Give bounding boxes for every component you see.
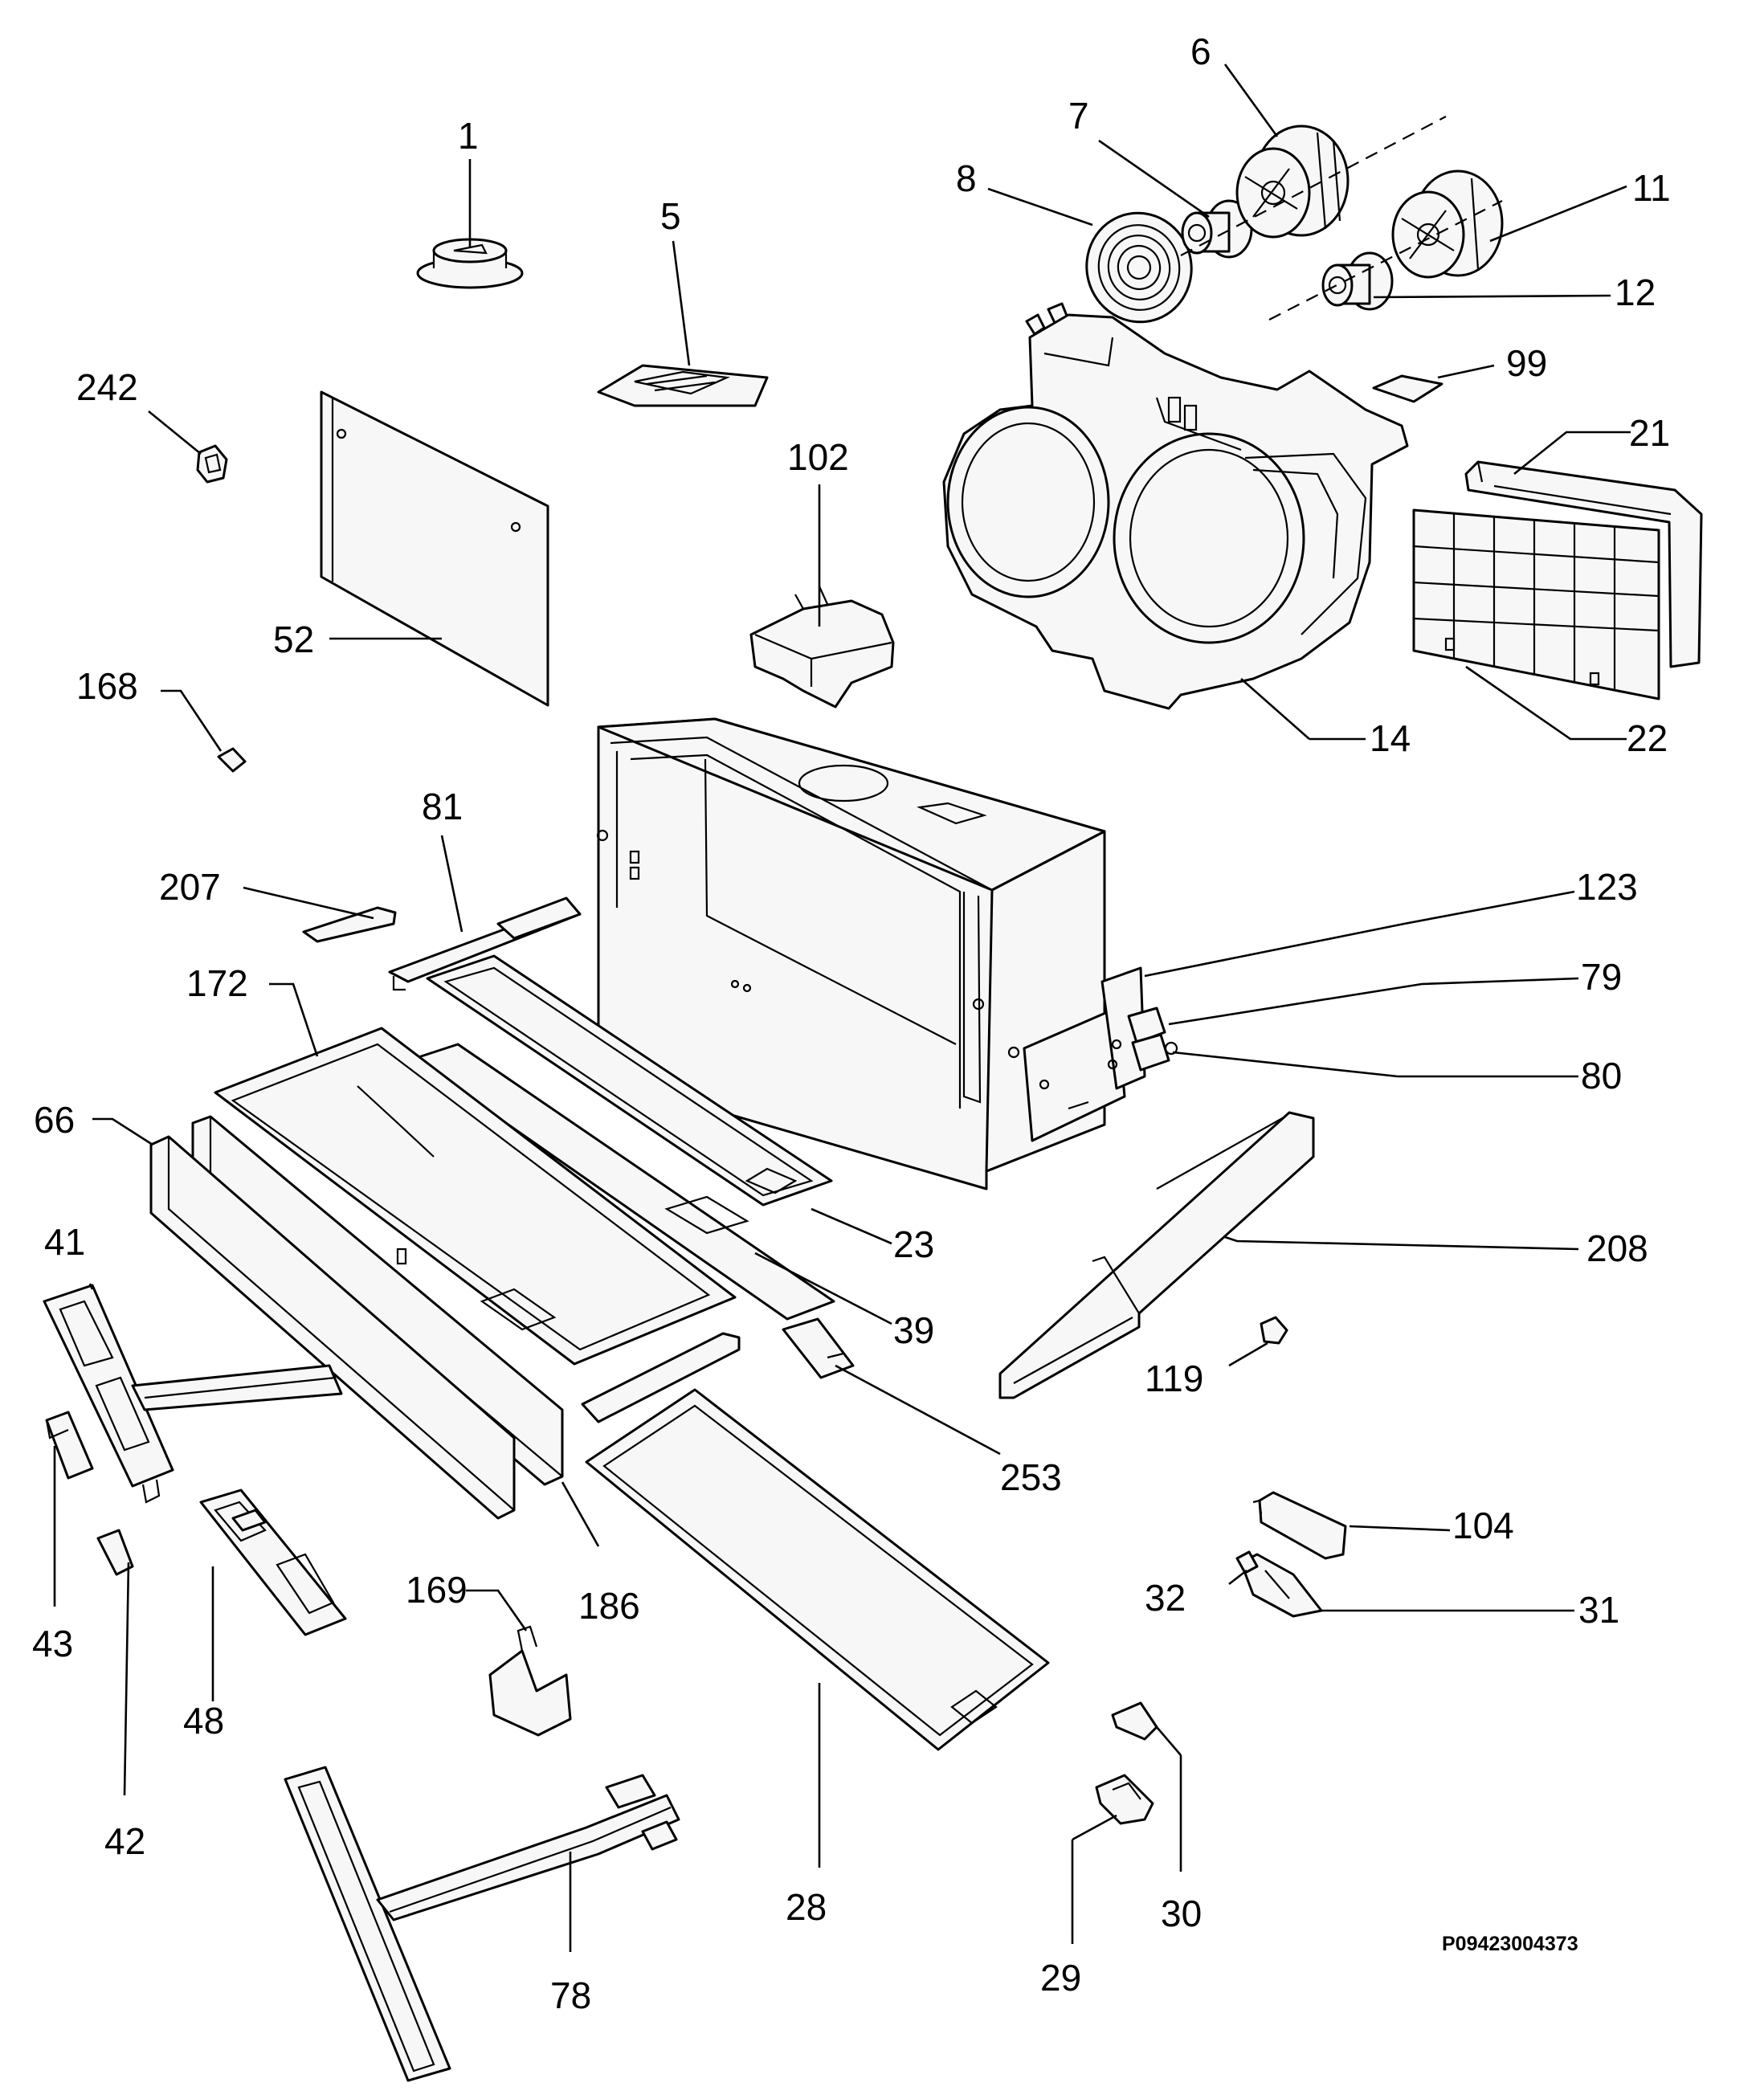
- part-102-bracket: [749, 586, 895, 709]
- part-12-motor: [1321, 251, 1394, 311]
- part-1-cap: [416, 238, 524, 289]
- label-part-42: 42: [104, 1820, 145, 1862]
- label-part-52: 52: [273, 619, 314, 660]
- label-part-30: 30: [1161, 1893, 1202, 1934]
- label-part-43: 43: [32, 1623, 73, 1664]
- label-part-242: 242: [76, 366, 138, 408]
- label-part-102: 102: [787, 436, 849, 478]
- label-part-1: 1: [458, 115, 479, 157]
- label-part-186: 186: [578, 1585, 640, 1627]
- leader-lines: [53, 63, 1631, 1952]
- label-part-31: 31: [1578, 1589, 1619, 1631]
- label-part-12: 12: [1615, 272, 1656, 313]
- part-48-light-module: [199, 1488, 347, 1636]
- label-part-169: 169: [406, 1569, 468, 1611]
- label-part-207: 207: [159, 866, 221, 908]
- part-8-fan-guard: [1025, 211, 1193, 336]
- label-part-79: 79: [1581, 956, 1622, 998]
- part-172-inner-frame: [214, 1027, 737, 1366]
- part-22-grease-filter: [1412, 508, 1660, 700]
- part-99-plate: [1372, 374, 1443, 403]
- label-part-119: 119: [1145, 1358, 1203, 1399]
- label-part-8: 8: [956, 157, 977, 199]
- label-part-11: 11: [1632, 167, 1671, 209]
- part-52-panel: [320, 390, 549, 707]
- part-78-handle: [284, 1766, 680, 2082]
- part-81-slide-rail: [388, 896, 582, 991]
- motor-axis-upper: [1180, 116, 1447, 256]
- part-104-lamp-cover: [1252, 1491, 1347, 1560]
- part-66-front-strip: [149, 1135, 516, 1520]
- part-253-filter-holder: [782, 1317, 855, 1379]
- label-part-39: 39: [893, 1309, 934, 1351]
- part-28-bottom-frame: [585, 1388, 1050, 1751]
- label-part-78: 78: [550, 1974, 591, 2016]
- label-part-5: 5: [660, 195, 681, 237]
- part-80-switch-part: [1131, 1033, 1178, 1072]
- part-79-switch: [1127, 1007, 1166, 1044]
- label-part-48: 48: [183, 1700, 224, 1742]
- motor-axis-lower: [1268, 200, 1503, 321]
- diagram-reference-code: P09423004373: [1442, 1933, 1578, 1955]
- part-5-vent-cover: [597, 364, 769, 407]
- label-part-168: 168: [76, 665, 138, 707]
- label-part-66: 66: [34, 1099, 75, 1141]
- part-43-latch: [45, 1411, 94, 1480]
- part-6-fan-wheel: [1235, 125, 1350, 239]
- part-11-fan-wheel: [1391, 169, 1504, 279]
- label-part-32: 32: [1145, 1577, 1186, 1619]
- label-part-208: 208: [1586, 1227, 1648, 1269]
- label-part-123: 123: [1576, 866, 1638, 908]
- part-169-bracket: [488, 1625, 572, 1737]
- part-186-front-trim: [191, 1115, 741, 1486]
- part-21-filter-frame: [1464, 460, 1703, 668]
- part-123-side-plate: [1023, 966, 1146, 1142]
- part-168-clip: [217, 747, 247, 773]
- part-207-bracket: [302, 906, 397, 943]
- label-part-81: 81: [422, 786, 463, 827]
- part-23-frame: [426, 954, 833, 1207]
- label-part-41: 41: [44, 1221, 85, 1263]
- label-part-22: 22: [1627, 717, 1668, 759]
- label-part-172: 172: [186, 962, 248, 1004]
- part-242-clip: [196, 444, 228, 484]
- part-7-motor: [1181, 199, 1253, 259]
- part-42-clip: [96, 1529, 134, 1576]
- part-41-handle: [43, 1284, 343, 1504]
- part-32-socket: [1235, 1550, 1259, 1574]
- label-part-14: 14: [1370, 717, 1411, 759]
- label-part-29: 29: [1040, 1957, 1081, 1999]
- part-14-motor-housing: [942, 313, 1409, 710]
- label-part-28: 28: [786, 1886, 827, 1928]
- part-30-clip: [1111, 1701, 1158, 1741]
- part-labels: 1 5 6 7 8 11 12 99 21 14 22 102 242 52 1…: [32, 31, 1671, 2016]
- label-part-104: 104: [1452, 1505, 1514, 1546]
- label-part-21: 21: [1629, 412, 1670, 454]
- label-part-7: 7: [1068, 95, 1089, 137]
- label-part-6: 6: [1190, 31, 1211, 72]
- part-119-knob: [1260, 1316, 1288, 1345]
- label-part-99: 99: [1506, 342, 1547, 384]
- label-part-80: 80: [1581, 1055, 1622, 1096]
- part-29-clip: [1095, 1774, 1154, 1825]
- label-part-253: 253: [1000, 1456, 1062, 1498]
- part-208-side-rail: [998, 1111, 1315, 1399]
- label-part-23: 23: [893, 1223, 934, 1265]
